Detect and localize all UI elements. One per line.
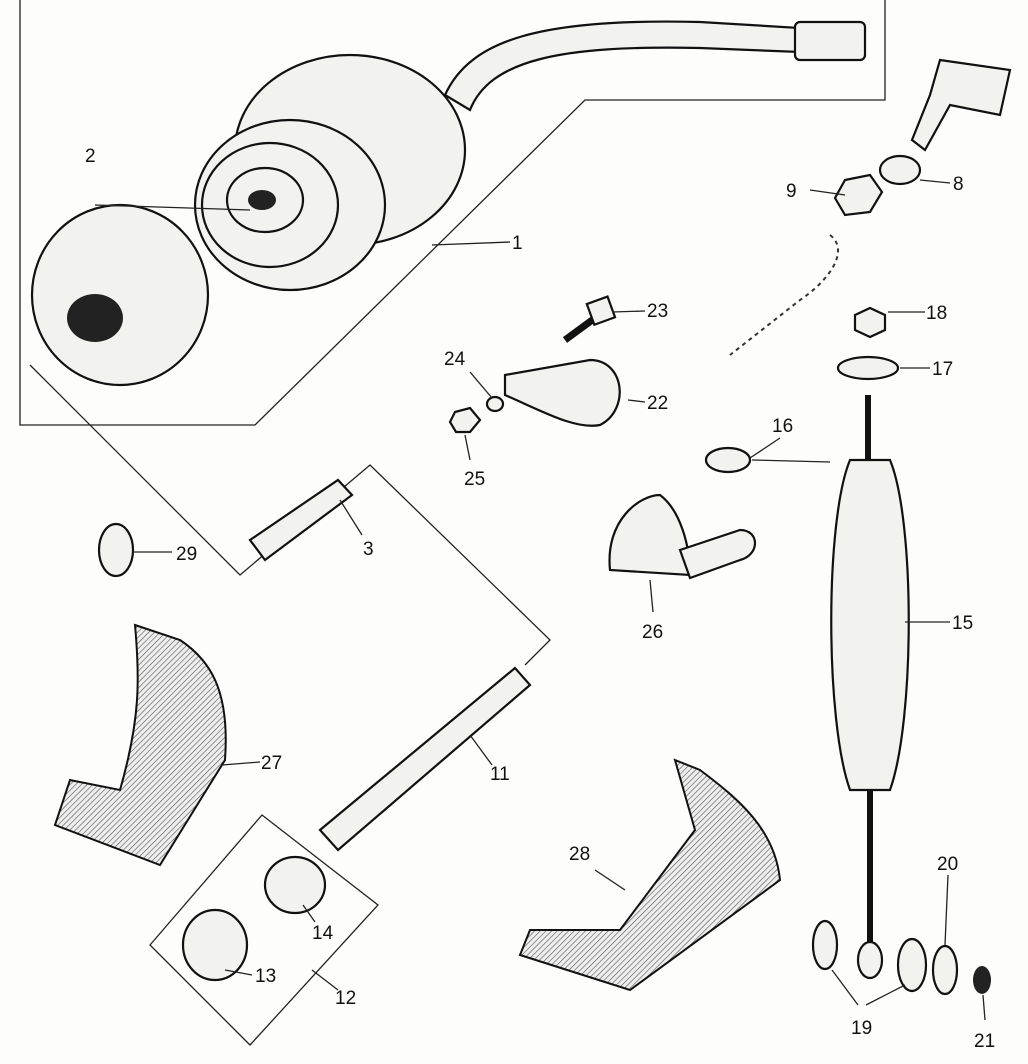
label-19: 19 [851,1018,872,1039]
label-27: 27 [261,753,282,774]
label-25: 25 [464,469,485,490]
label-29: 29 [176,544,197,565]
part-24-washer [485,395,505,413]
group-outline-12 [149,814,379,1046]
part-17-washer [836,355,900,381]
label-17: 17 [932,359,953,380]
part-21-nut [973,966,991,994]
label-21: 21 [974,1031,995,1052]
part-23-bolt [562,295,617,343]
group-outline-1 [19,0,886,426]
part-19-washer-b [896,937,928,993]
part-1-bellows [193,20,867,292]
label-24: 24 [444,349,466,370]
label-15: 15 [952,613,973,634]
label-8: 8 [953,174,964,195]
part-22-plate [503,358,621,427]
label-12: 12 [335,988,356,1009]
part-19-washer-a [811,919,839,971]
leader-lines [132,179,986,1021]
part-29-ring [97,522,135,578]
part-fitting [833,58,1012,217]
part-28-bracket [518,758,782,992]
label-20: 20 [937,854,958,875]
group-outline-3-11 [29,364,551,666]
part-25-nut [448,406,482,434]
part-16-bush [704,446,752,474]
label-14: 14 [312,923,334,944]
part-11-rod [318,666,532,852]
part-27-bracket [53,623,227,867]
part-3-tube [248,478,354,562]
label-23: 23 [647,301,668,322]
part-18-nut [853,306,887,339]
label-28: 28 [569,844,590,865]
part-15-spring-rod [830,395,910,980]
part-13-knob [181,908,249,982]
label-26: 26 [642,622,663,643]
label-11: 11 [490,764,510,785]
label-13: 13 [255,966,276,987]
part-14-cup [263,855,327,915]
label-18: 18 [926,303,947,324]
label-3: 3 [363,539,374,560]
part-26-cone-bracket [608,493,756,580]
label-22: 22 [647,393,668,414]
label-9: 9 [786,181,797,202]
label-16: 16 [772,416,793,437]
part-20-washer [931,944,959,996]
label-2: 2 [85,146,96,167]
label-1: 1 [512,233,523,254]
dashed-linkage [729,234,840,356]
part-2-cap [30,203,251,387]
